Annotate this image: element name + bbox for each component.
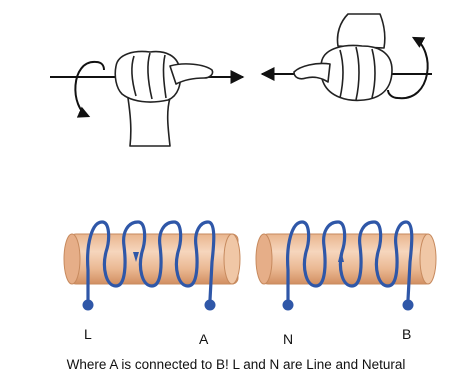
solenoid-coil-left: L A (63, 220, 241, 347)
left-hand-rule-figure (260, 13, 432, 102)
terminal-label-N: N (283, 331, 293, 347)
coil-winding (286, 220, 414, 302)
fist-icon (114, 50, 214, 147)
coil-winding (86, 220, 216, 302)
right-hand-rule-figure (50, 50, 245, 147)
solenoid-coil-right: N B (255, 220, 437, 347)
rotation-curl-arrow (397, 36, 429, 100)
rotation-curl-arrow (74, 60, 97, 118)
terminal-label-L: L (84, 326, 92, 342)
terminal-label-B: B (402, 326, 411, 342)
terminal-L (82, 299, 94, 311)
terminal-N (282, 299, 294, 311)
terminal-A (204, 299, 216, 311)
terminal-B (402, 299, 414, 311)
terminal-label-A: A (199, 331, 209, 347)
current-direction-arrow-up (338, 250, 344, 262)
fist-icon (293, 13, 393, 102)
figure-caption: Where A is connected to B! L and N are L… (66, 357, 406, 372)
current-direction-arrow-down (133, 252, 139, 262)
